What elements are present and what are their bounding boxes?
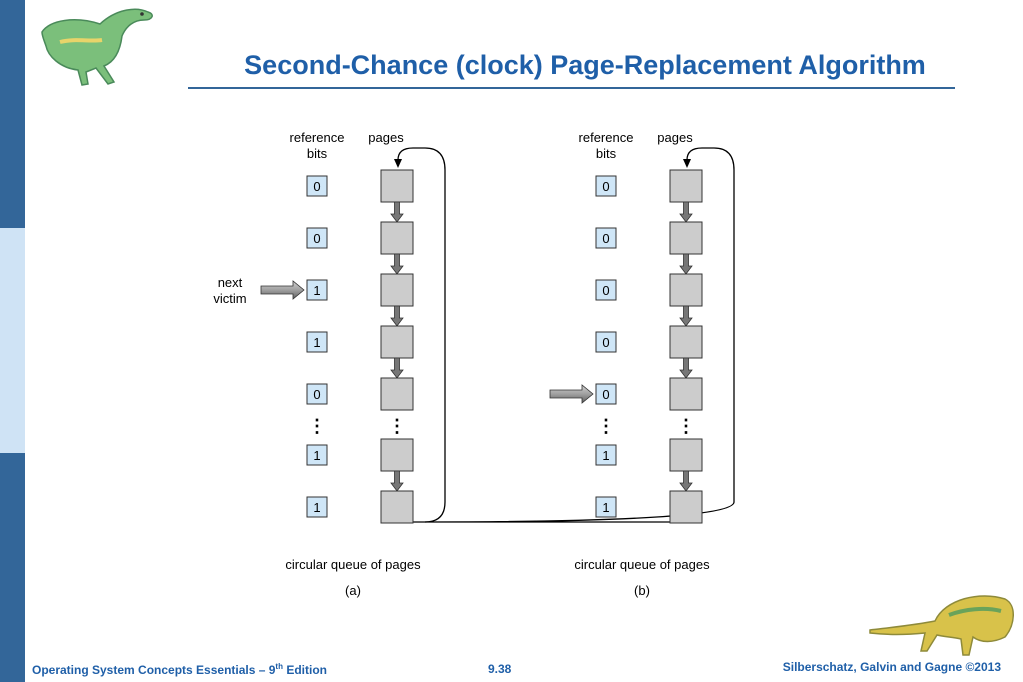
pages-ellipsis: ⋮ [677,416,695,436]
circular-queue-label: circular queue of pages [285,557,421,572]
page-box [380,490,414,524]
pages-header: pages [368,130,404,145]
reference-bit-box [306,383,328,405]
reference-bit-box [306,496,328,518]
pointer-label-line2: victim [213,291,246,306]
reference-bit-box [595,279,617,301]
page-link-arrow [679,201,693,223]
clock-hand-pointer [549,384,594,404]
dinosaur-footer-icon [869,595,1014,656]
reference-bit-value: 0 [602,387,609,402]
page-box [669,325,703,359]
page-link-arrow [390,201,404,223]
reference-bit-box [595,227,617,249]
bits-ellipsis: ⋮ [597,416,615,436]
reference-bit-value: 0 [602,283,609,298]
clock-hand-pointer [260,280,305,300]
page-box [380,438,414,472]
reference-bit-box [595,444,617,466]
reference-bit-value: 1 [313,500,320,515]
reference-bit-value: 1 [602,448,609,463]
reference-bit-box [595,175,617,197]
footer-book-suffix: Edition [282,663,327,677]
circular-loop-line [424,147,735,523]
page-box [380,273,414,307]
reference-bit-box [595,331,617,353]
page-box [380,169,414,203]
bits-ellipsis: ⋮ [308,416,326,436]
reference-bits-header-line2: bits [307,146,328,161]
page-link-arrow [390,470,404,492]
pointer-label-line1: next [218,275,243,290]
page-box [669,490,703,524]
loop-arrowhead [683,159,691,168]
page-box [380,325,414,359]
reference-bit-box [595,383,617,405]
dinosaur-logo-icon [41,8,153,86]
page-link-arrow [390,357,404,379]
page-box [669,169,703,203]
reference-bit-value: 0 [313,387,320,402]
reference-bit-box [595,496,617,518]
page-link-arrow [679,357,693,379]
reference-bit-value: 0 [313,231,320,246]
reference-bit-value: 0 [602,231,609,246]
page-link-arrow [390,253,404,275]
page-box [669,221,703,255]
reference-bit-value: 1 [313,283,320,298]
page-link-arrow [679,305,693,327]
footer-copyright: Silberschatz, Galvin and Gagne ©2013 [782,660,1001,674]
page-box [669,273,703,307]
reference-bit-value: 0 [602,179,609,194]
loop-arrowhead [394,159,402,168]
panel-caption: (a) [345,583,361,598]
slide-title: Second-Chance (clock) Page-Replacement A… [244,50,926,80]
footer-book-prefix: Operating System Concepts Essentials – 9 [32,663,276,677]
reference-bits-header-line1: reference [579,130,634,145]
page-box [669,377,703,411]
reference-bit-box [306,279,328,301]
page-box [380,221,414,255]
title-underline [188,87,955,89]
left-sidebar [0,0,25,682]
footer-book-sup: th [275,662,283,671]
circular-queue-label: circular queue of pages [574,557,710,572]
panel-caption: (b) [634,583,650,598]
footer-book-title: Operating System Concepts Essentials – 9… [32,662,327,677]
pages-ellipsis: ⋮ [388,416,406,436]
reference-bit-box [306,175,328,197]
reference-bit-value: 1 [313,335,320,350]
circular-loop-line [397,147,446,523]
reference-bit-value: 1 [313,448,320,463]
page-box [380,377,414,411]
reference-bits-header-line1: reference [290,130,345,145]
footer-page-number: 9.38 [488,662,512,676]
reference-bit-value: 0 [602,335,609,350]
sidebar-highlight [0,228,25,453]
pages-header: pages [657,130,693,145]
page-link-arrow [390,305,404,327]
page-link-arrow [679,470,693,492]
page-link-arrow [679,253,693,275]
reference-bit-value: 1 [602,500,609,515]
page-box [669,438,703,472]
reference-bits-header-line2: bits [596,146,617,161]
reference-bit-value: 0 [313,179,320,194]
reference-bit-box [306,444,328,466]
reference-bit-box [306,227,328,249]
reference-bit-box [306,331,328,353]
